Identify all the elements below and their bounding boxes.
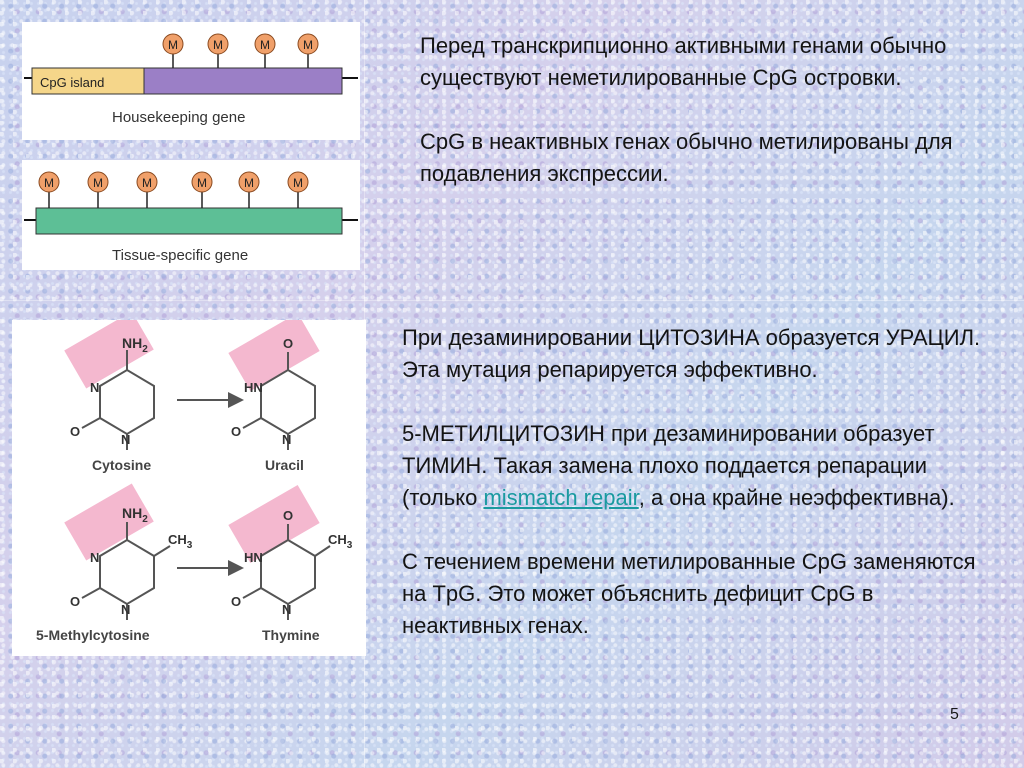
svg-text:N: N [90, 380, 99, 395]
svg-text:M: M [142, 176, 152, 190]
tissue-specific-gene-diagram: M M M M M M Tissue-specific gene [22, 160, 360, 270]
svg-text:N: N [121, 432, 130, 447]
cytosine-structure: NH2 N O N Cytosine [64, 311, 155, 473]
thymine-structure: O CH3 HN O N Thymine [228, 484, 353, 643]
svg-text:M: M [44, 176, 54, 190]
cpg-island-label: CpG island [40, 75, 104, 90]
methyl-marker-icon: M [254, 33, 276, 68]
svg-text:O: O [283, 336, 293, 351]
uracil-structure: O HN O N Uracil [228, 312, 320, 473]
svg-text:M: M [303, 38, 313, 52]
methyl-marker-icon: M [136, 171, 158, 208]
methylcytosine-label: 5-Methylcytosine [36, 627, 150, 643]
cpg-to-tpg-paragraph: С течением времени метилированные CpG за… [402, 549, 976, 638]
methyl-marker-icon: M [297, 33, 319, 68]
svg-text:M: M [244, 176, 254, 190]
svg-text:HN: HN [244, 380, 263, 395]
housekeeping-gene-diagram: CpG island M M M M Housekeeping gene [22, 22, 360, 140]
uracil-label: Uracil [265, 457, 304, 473]
top-text-block: Перед транскрипционно активными генами о… [420, 30, 1010, 190]
svg-text:CH3: CH3 [328, 532, 353, 551]
svg-text:M: M [260, 38, 270, 52]
svg-text:NH2: NH2 [122, 335, 148, 355]
svg-text:M: M [213, 38, 223, 52]
methyl-marker-icon: M [87, 171, 109, 208]
svg-text:O: O [283, 508, 293, 523]
page-number: 5 [950, 706, 959, 723]
svg-text:HN: HN [244, 550, 263, 565]
methylcytosine-structure: NH2 CH3 N O N 5-Methylcytosine [36, 483, 193, 643]
gene-body-segment [35, 207, 343, 235]
thymine-label: Thymine [262, 627, 320, 643]
mismatch-repair-link[interactable]: mismatch repair [483, 485, 639, 510]
inactive-genes-paragraph: CpG в неактивных генах обычно метилирова… [420, 129, 953, 186]
svg-text:M: M [293, 176, 303, 190]
cytosine-deamination-paragraph: При дезаминировании ЦИТОЗИНА образуется … [402, 325, 981, 382]
svg-text:NH2: NH2 [122, 505, 148, 525]
deamination-chemistry-diagram: NH2 N O N Cytosine O HN O N Uracil [12, 311, 366, 656]
methyl-marker-icon: M [287, 171, 309, 208]
cpg-island-paragraph: Перед транскрипционно активными генами о… [420, 33, 947, 90]
background-gridline [0, 300, 1024, 301]
svg-text:M: M [93, 176, 103, 190]
methyl-marker-icon: M [162, 33, 184, 68]
bottom-text-block: При дезаминировании ЦИТОЗИНА образуется … [402, 322, 992, 642]
cytosine-label: Cytosine [92, 457, 151, 473]
methylcytosine-paragraph: 5-МЕТИЛЦИТОЗИН при дезаминировании образ… [402, 421, 955, 510]
svg-text:O: O [231, 424, 241, 439]
methyl-marker-icon: M [38, 171, 60, 208]
svg-text:N: N [121, 602, 130, 617]
cpg-island-segment [31, 67, 145, 95]
tissue-specific-gene-label: Tissue-specific gene [112, 247, 248, 264]
svg-text:O: O [231, 594, 241, 609]
svg-text:O: O [70, 594, 80, 609]
svg-text:M: M [197, 176, 207, 190]
svg-text:N: N [90, 550, 99, 565]
svg-text:CH3: CH3 [168, 532, 193, 551]
methyl-marker-icon: M [191, 171, 213, 208]
svg-text:N: N [282, 432, 291, 447]
svg-text:N: N [282, 602, 291, 617]
housekeeping-gene-label: Housekeeping gene [112, 109, 245, 126]
gene-body-segment [143, 67, 343, 95]
methyl-marker-icon: M [207, 33, 229, 68]
methyl-marker-icon: M [238, 171, 260, 208]
svg-text:O: O [70, 424, 80, 439]
svg-text:M: M [168, 38, 178, 52]
